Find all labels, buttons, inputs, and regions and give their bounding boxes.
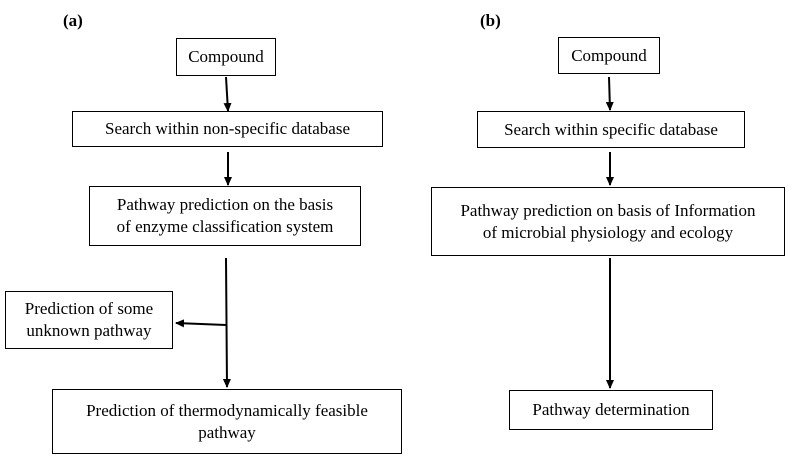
- panel-a-prediction-text: Pathway prediction on the basis of enzym…: [116, 195, 334, 236]
- panel-a-label: (a): [63, 11, 83, 30]
- panel-b-label: (b): [480, 11, 501, 30]
- panel-a-unknown-box: Prediction of some unknown pathway: [5, 291, 173, 349]
- panel-b-determination-box: Pathway determination: [509, 390, 713, 430]
- panel-b-compound-box: Compound: [558, 37, 660, 74]
- panel-a-compound-box: Compound: [176, 38, 276, 76]
- panel-b-prediction-box: Pathway prediction on basis of Informati…: [431, 187, 785, 256]
- panel-a-search-box: Search within non-specific database: [72, 111, 383, 147]
- arrow-a-branch-to-unknown: [175, 319, 227, 328]
- panel-a-unknown-text: Prediction of some unknown pathway: [24, 299, 154, 340]
- panel-a-thermo-text: Prediction of thermodynamically feasible…: [86, 400, 368, 442]
- panel-a-prediction-box: Pathway prediction on the basis of enzym…: [89, 186, 361, 246]
- panel-b-search-box: Search within specific database: [477, 111, 745, 148]
- arrow-b-compound-to-search: [605, 76, 614, 111]
- panel-a-thermo-box: Prediction of thermodynamically feasible…: [52, 389, 402, 454]
- arrow-a-prediction-to-thermo: [222, 257, 231, 388]
- panel-a-compound-text: Compound: [188, 47, 264, 66]
- panel-b-compound-text: Compound: [571, 45, 647, 65]
- panel-b-prediction-text: Pathway prediction on basis of Informati…: [460, 200, 756, 242]
- arrow-a-compound-to-search: [223, 76, 232, 112]
- panel-b-determination-text: Pathway determination: [532, 400, 690, 419]
- panel-a-search-text: Search within non-specific database: [105, 119, 350, 138]
- panel-b-search-text: Search within specific database: [504, 119, 718, 139]
